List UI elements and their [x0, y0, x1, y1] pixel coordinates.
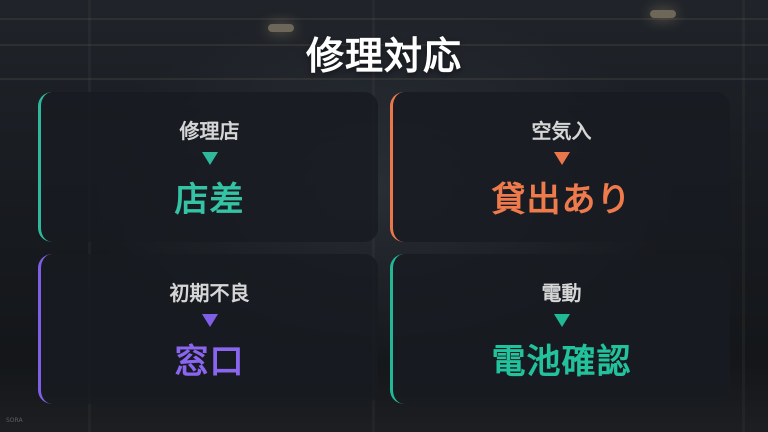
card-label: 初期不良 [169, 281, 250, 305]
card-air-pump: 空気入 貸出あり [390, 92, 730, 242]
down-triangle-icon [201, 152, 218, 165]
card-label: 電動 [541, 281, 582, 305]
page-title: 修理対応 [305, 34, 462, 78]
background-lamp [268, 24, 294, 32]
card-initial-defect: 初期不良 窓口 [38, 254, 378, 404]
card-result: 店差 [174, 180, 245, 220]
background-beam [0, 44, 768, 46]
down-triangle-icon [553, 314, 570, 327]
background-lamp [650, 10, 676, 18]
background-beam [0, 78, 768, 80]
watermark: SORA [6, 417, 23, 424]
card-electric: 電動 電池確認 [390, 254, 730, 404]
card-result: 貸出あり [491, 180, 632, 220]
card-repair-shop: 修理店 店差 [38, 92, 378, 242]
down-triangle-icon [553, 152, 570, 165]
card-label: 修理店 [179, 119, 240, 143]
card-result: 電池確認 [491, 342, 632, 382]
background-post [742, 0, 745, 432]
down-triangle-icon [201, 314, 218, 327]
card-result: 窓口 [174, 342, 245, 382]
background-beam [0, 18, 768, 20]
card-label: 空気入 [531, 119, 592, 143]
